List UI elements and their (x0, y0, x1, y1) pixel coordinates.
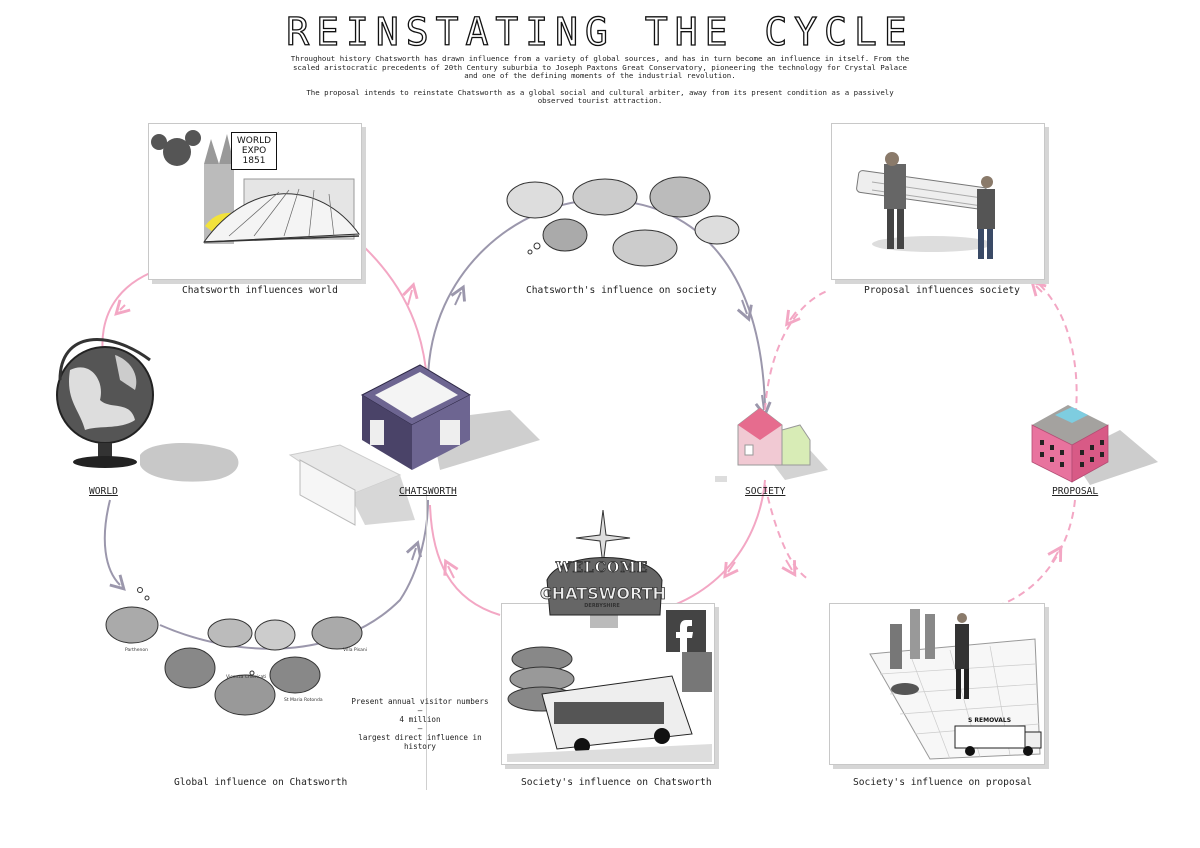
world-expo-sign: WORLD EXPO 1851 (231, 132, 277, 170)
stat-sep-1: — (417, 706, 423, 715)
label-vicenza: Vicenza Chiericati (226, 675, 267, 680)
caption-global-influence-on-chatsworth: Global influence on Chatsworth (174, 777, 348, 788)
intro-paragraph-2: The proposal intends to reinstate Chatsw… (306, 87, 894, 106)
sign-derbyshire: DERBYSHIRE (584, 603, 620, 609)
caption-society-influence-on-chatsworth: Society's influence on Chatsworth (521, 777, 712, 788)
caption-chatsworth-influence-on-society: Chatsworth's influence on society (526, 285, 717, 296)
truck-label: S REMOVALS (968, 717, 1012, 724)
arrow-society-to-proposal-upper (764, 289, 831, 411)
sign-chatsworth: CHATSWORTH (540, 584, 667, 604)
image-society-influence-on-proposal (829, 603, 1045, 765)
welcome-sign: WELCOME CHATSWORTH DERBYSHIRE (540, 548, 667, 612)
intro-text: Throughout history Chatsworth has drawn … (290, 54, 910, 114)
intro-paragraph-1: Throughout history Chatsworth has drawn … (290, 54, 910, 81)
node-world: WORLD (89, 486, 118, 497)
caption-proposal-influences-society: Proposal influences society (864, 285, 1020, 296)
stat-sep-2: — (417, 724, 423, 733)
node-proposal: PROPOSAL (1052, 486, 1099, 497)
caption-chatsworth-influences-world: Chatsworth influences world (182, 285, 338, 296)
sign-welcome: WELCOME (555, 560, 649, 577)
image-proposal-influences-society (831, 123, 1045, 280)
caption-society-influence-on-proposal: Society's influence on proposal (853, 777, 1033, 788)
label-maria-rotonda: St Maria Rotonda (284, 698, 323, 703)
arrow-world-down (103, 499, 126, 591)
stat-visitor-count: 4 million (399, 715, 441, 724)
label-villa: Villa Pisani (343, 648, 367, 653)
stat-line-1: Present annual visitor numbers (351, 697, 489, 706)
node-chatsworth: CHATSWORTH (399, 486, 457, 497)
node-society: SOCIETY (745, 486, 786, 497)
arrow-society-to-proposal-lower (764, 484, 811, 581)
world-expo-line-1: WORLD (236, 136, 272, 146)
world-expo-line-3: 1851 (242, 156, 266, 166)
world-expo-line-2: EXPO (241, 146, 267, 156)
page-title: REINSTATING THE CYCLE (286, 9, 914, 54)
label-parthenon: Parthenon (125, 648, 148, 653)
image-chatsworth-influences-world: WORLD EXPO 1851 (148, 123, 362, 280)
visitor-stats: Present annual visitor numbers — 4 milli… (350, 697, 490, 751)
stat-line-3: largest direct influence in history (358, 733, 482, 751)
divider-line (426, 490, 427, 790)
